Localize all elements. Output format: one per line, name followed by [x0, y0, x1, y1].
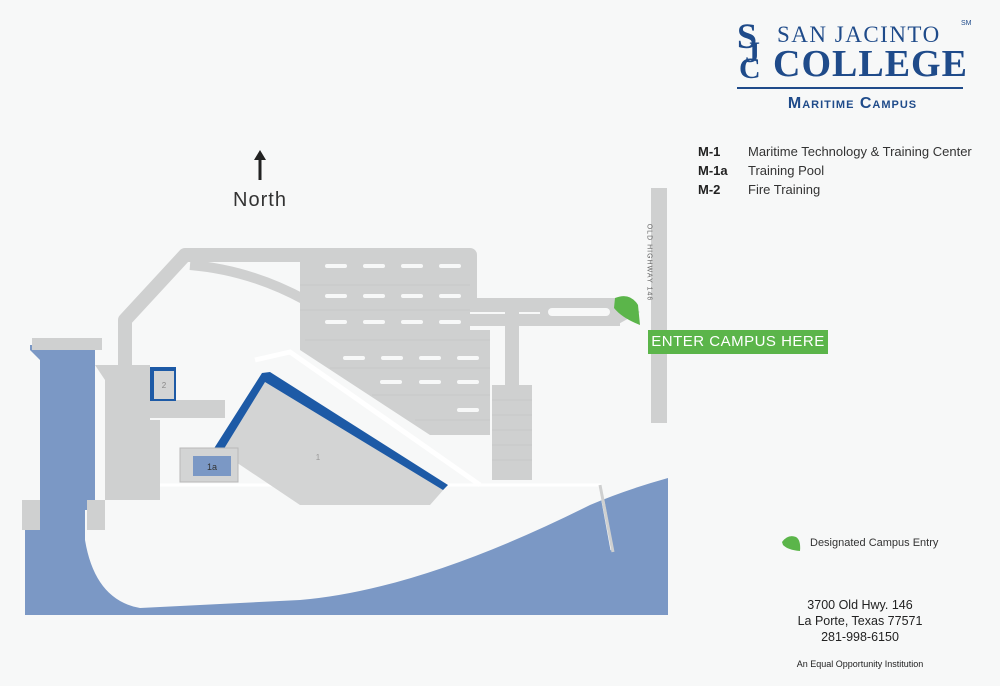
pier-line [598, 484, 615, 553]
median [548, 308, 610, 316]
walkway [145, 400, 225, 418]
side-parking [492, 385, 532, 480]
parking-grid [300, 284, 490, 421]
building-m2-roof [154, 371, 174, 399]
address-line1: 3700 Old Hwy. 146 [807, 598, 913, 612]
svg-text:S: S [737, 16, 757, 56]
building-legend: M-1 Maritime Technology & Training Cente… [698, 142, 998, 199]
access-lane [254, 349, 482, 488]
legend-code: M-1 [698, 144, 721, 159]
road-label: OLD HIGHWAY 146 [645, 223, 653, 302]
water-channel [25, 345, 668, 615]
north-label: North [233, 189, 287, 211]
entry-marker-icon [614, 296, 640, 325]
legend-item: M-2 Fire Training [698, 180, 998, 199]
address-phone: 281-998-6150 [821, 630, 899, 644]
legend-code: M-2 [698, 182, 721, 197]
logo-top-line: SAN JACINTO [777, 22, 941, 47]
training-pool [193, 456, 231, 476]
building-m2-label: 2 [162, 381, 167, 390]
building-m1-accent [213, 372, 448, 490]
enter-campus-sign: ENTER CAMPUS HERE [648, 330, 828, 354]
legend-name: Maritime Technology & Training Center [748, 144, 972, 159]
walkway-lower [140, 425, 160, 495]
entry-key: Designated Campus Entry [780, 534, 938, 552]
entry-key-label: Designated Campus Entry [810, 537, 939, 549]
entry-marker-icon [782, 536, 801, 551]
pier [22, 500, 40, 530]
campus-name: Maritime Campus [787, 95, 918, 112]
svg-text:C: C [739, 52, 761, 80]
side-parking-stripes [492, 399, 532, 461]
svg-text:J: J [745, 36, 760, 69]
legend-code: M-1a [698, 163, 728, 178]
building-m1 [215, 375, 445, 505]
north-arrow-icon [254, 150, 266, 180]
legend-name: Fire Training [748, 182, 821, 197]
building-m1-label: 1 [316, 453, 321, 462]
building-m1a-label: 1a [207, 462, 217, 472]
pier [87, 500, 105, 530]
logo-rule [737, 87, 963, 89]
footer-statement: An Equal Opportunity Institution [796, 659, 924, 669]
college-logo: S J C SAN JACINTO SM COLLEGE Maritime Ca… [735, 12, 972, 122]
legend-name: Training Pool [748, 163, 825, 178]
old-highway-146 [651, 188, 667, 423]
sjc-monogram-icon: S J C [737, 16, 761, 80]
legend-item: M-1 Maritime Technology & Training Cente… [698, 142, 998, 161]
address-line2: La Porte, Texas 77571 [797, 614, 923, 628]
legend-item: M-1a Training Pool [698, 161, 998, 180]
logo-bottom-line: COLLEGE [773, 43, 968, 85]
north-indicator: North [222, 150, 298, 212]
campus-address: 3700 Old Hwy. 146 La Porte, Texas 77571 … [770, 597, 950, 645]
logo-trademark: SM [961, 20, 972, 27]
pier-top [32, 338, 102, 350]
parking-lot [300, 258, 490, 435]
parking-stripes [325, 264, 479, 412]
ring-road [118, 248, 620, 395]
